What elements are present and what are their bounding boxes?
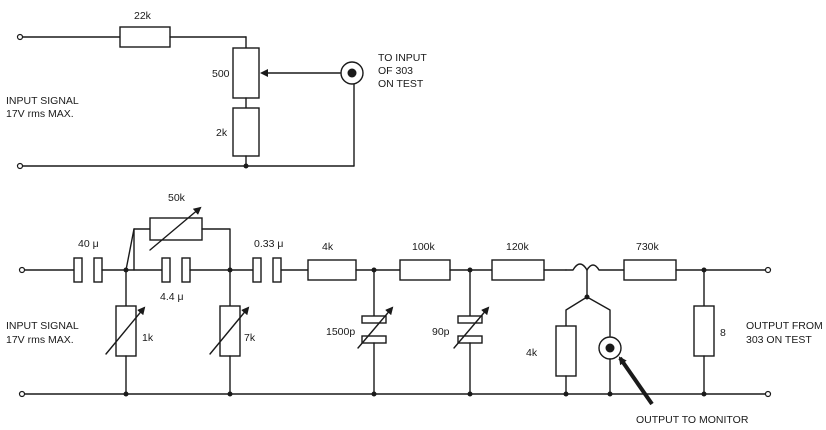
resistor-8-ohm [693, 305, 715, 357]
terminal [18, 390, 26, 398]
coax-center [605, 343, 615, 353]
junction [123, 391, 129, 397]
label-4k-monitor: 4k [526, 347, 538, 359]
resistor-120k [491, 259, 545, 281]
variable-arrow-icon [453, 306, 490, 349]
label-1k: 1k [142, 332, 154, 344]
monitor-arrow-icon [618, 356, 654, 406]
junction [243, 163, 249, 169]
variable-arrow-icon [149, 206, 202, 251]
capacitor-40u-plate [93, 257, 103, 283]
variable-arrow-icon [209, 306, 250, 355]
resistor-730k [623, 259, 677, 281]
input-label-1: INPUT SIGNAL [6, 320, 79, 332]
wire-hop [586, 264, 625, 271]
label-120k: 120k [506, 241, 530, 253]
output-label-1: TO INPUT [378, 52, 427, 64]
resistor-4k-monitor [555, 325, 577, 377]
label-500: 500 [212, 68, 230, 80]
wire [565, 296, 588, 327]
label-90p: 90p [432, 326, 450, 338]
wire [586, 296, 611, 337]
label-40u: 40 μ [78, 238, 99, 250]
resistor-2k [232, 107, 260, 157]
variable-arrow-icon [105, 306, 146, 355]
variable-resistor-7k [219, 305, 241, 357]
label-100k: 100k [412, 241, 436, 253]
terminal [764, 266, 772, 274]
junction [371, 391, 377, 397]
junction [227, 391, 233, 397]
terminal [16, 162, 24, 170]
variable-resistor-1k [115, 305, 137, 357]
label-8: 8 [720, 327, 726, 339]
terminal [16, 33, 24, 41]
coax-center [347, 68, 357, 78]
resistor-100k [399, 259, 451, 281]
variable-capacitor-90p-plate [457, 315, 483, 324]
junction [607, 391, 613, 397]
variable-arrow-icon [357, 306, 394, 349]
label-50k: 50k [168, 192, 186, 204]
output-label-2: OF 303 [378, 65, 413, 77]
wire [125, 228, 151, 271]
capacitor-40u-plate [73, 257, 83, 283]
capacitor-4u4-plate [161, 257, 171, 283]
input-label-2: 17V rms MAX. [6, 334, 74, 346]
top-circuit: 22k 500 2k TO INPUT OF 303 ON TEST INPUT… [6, 10, 427, 170]
label-2k: 2k [216, 127, 228, 139]
junction [701, 391, 707, 397]
wire-hop [565, 263, 588, 271]
resistor-4k [307, 259, 357, 281]
label-4u4: 4.4 μ [160, 291, 184, 303]
wire [201, 228, 231, 271]
output-label-3: ON TEST [378, 78, 424, 90]
junction [563, 391, 569, 397]
capacitor-033u-plate [252, 257, 262, 283]
label-4k: 4k [322, 241, 334, 253]
output-label-2: 303 ON TEST [746, 334, 812, 346]
input-label-1: INPUT SIGNAL [6, 95, 79, 107]
potentiometer-500 [232, 47, 260, 99]
label-033u: 0.33 μ [254, 238, 283, 250]
terminal [764, 390, 772, 398]
label-1500p: 1500p [326, 326, 355, 338]
junction [467, 391, 473, 397]
variable-capacitor-1500p-plate [361, 315, 387, 324]
input-label-2: 17V rms MAX. [6, 108, 74, 120]
label-22k: 22k [134, 10, 152, 22]
output-label-1: OUTPUT FROM [746, 320, 823, 332]
bottom-circuit: 40 μ 50k 4.4 μ 0.33 μ 4k 100k 120k 730k … [6, 192, 823, 426]
capacitor-4u4-plate [181, 257, 191, 283]
monitor-label: OUTPUT TO MONITOR [636, 414, 749, 426]
label-7k: 7k [244, 332, 256, 344]
capacitor-033u-plate [272, 257, 282, 283]
label-730k: 730k [636, 241, 660, 253]
resistor-22k [119, 26, 171, 48]
terminal [18, 266, 26, 274]
